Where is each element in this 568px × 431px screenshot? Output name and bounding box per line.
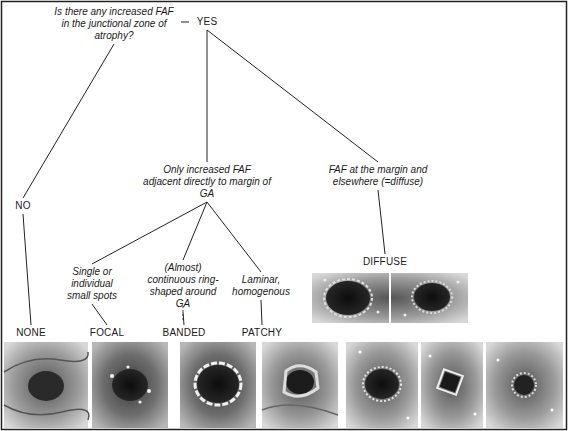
criterion-text: (Almost) continuous ring-shaped around G… <box>142 262 224 310</box>
category-label: FOCAL <box>82 327 132 339</box>
banded-image <box>180 342 256 428</box>
tree-branch <box>261 300 262 325</box>
node-text: FAF at the margin and elsewhere (=diffus… <box>316 164 440 188</box>
node-text: DIFFUSE <box>350 256 420 268</box>
answer-label: YES <box>192 16 222 28</box>
node-text: Laminar, homogenous <box>228 274 294 298</box>
diffuse-image <box>312 273 468 323</box>
tree-branch <box>23 44 114 198</box>
tree-branch <box>23 214 31 325</box>
tree-branch <box>207 30 378 162</box>
answer-label: NO <box>8 200 38 212</box>
none-image <box>4 342 89 428</box>
category-label: NONE <box>6 327 56 339</box>
tree-branch <box>207 202 261 272</box>
tree-branch <box>183 312 184 325</box>
tree-branch <box>183 202 207 260</box>
category-label: BANDED <box>154 327 214 339</box>
node-text: Single or individual small spots <box>60 266 124 302</box>
node-text: FOCAL <box>82 327 132 339</box>
question-text: Is there any increased FAF in the juncti… <box>50 6 178 42</box>
diffuse-images-row <box>346 342 563 428</box>
tree-branch <box>92 202 207 264</box>
node-text: Is there any increased FAF in the juncti… <box>50 6 178 42</box>
node-text: YES <box>192 16 222 28</box>
criterion-text: Single or individual small spots <box>60 266 124 302</box>
focal-image <box>92 342 168 428</box>
node-text: Only increased FAF adjacent directly to … <box>143 164 271 200</box>
node-text: PATCHY <box>232 327 292 339</box>
tree-branch <box>378 190 385 254</box>
tree-branch <box>207 30 208 162</box>
node-text: BANDED <box>154 327 214 339</box>
criterion-text: Only increased FAF adjacent directly to … <box>143 164 271 200</box>
category-label: DIFFUSE <box>350 256 420 268</box>
tree-branch <box>92 304 107 325</box>
patchy-image <box>262 342 338 428</box>
criterion-text: Laminar, homogenous <box>228 274 294 298</box>
tree-branch <box>181 22 189 23</box>
node-text: (Almost) continuous ring-shaped around G… <box>142 262 224 310</box>
node-text: NONE <box>6 327 56 339</box>
node-text: NO <box>8 200 38 212</box>
criterion-text: FAF at the margin and elsewhere (=diffus… <box>316 164 440 188</box>
category-label: PATCHY <box>232 327 292 339</box>
